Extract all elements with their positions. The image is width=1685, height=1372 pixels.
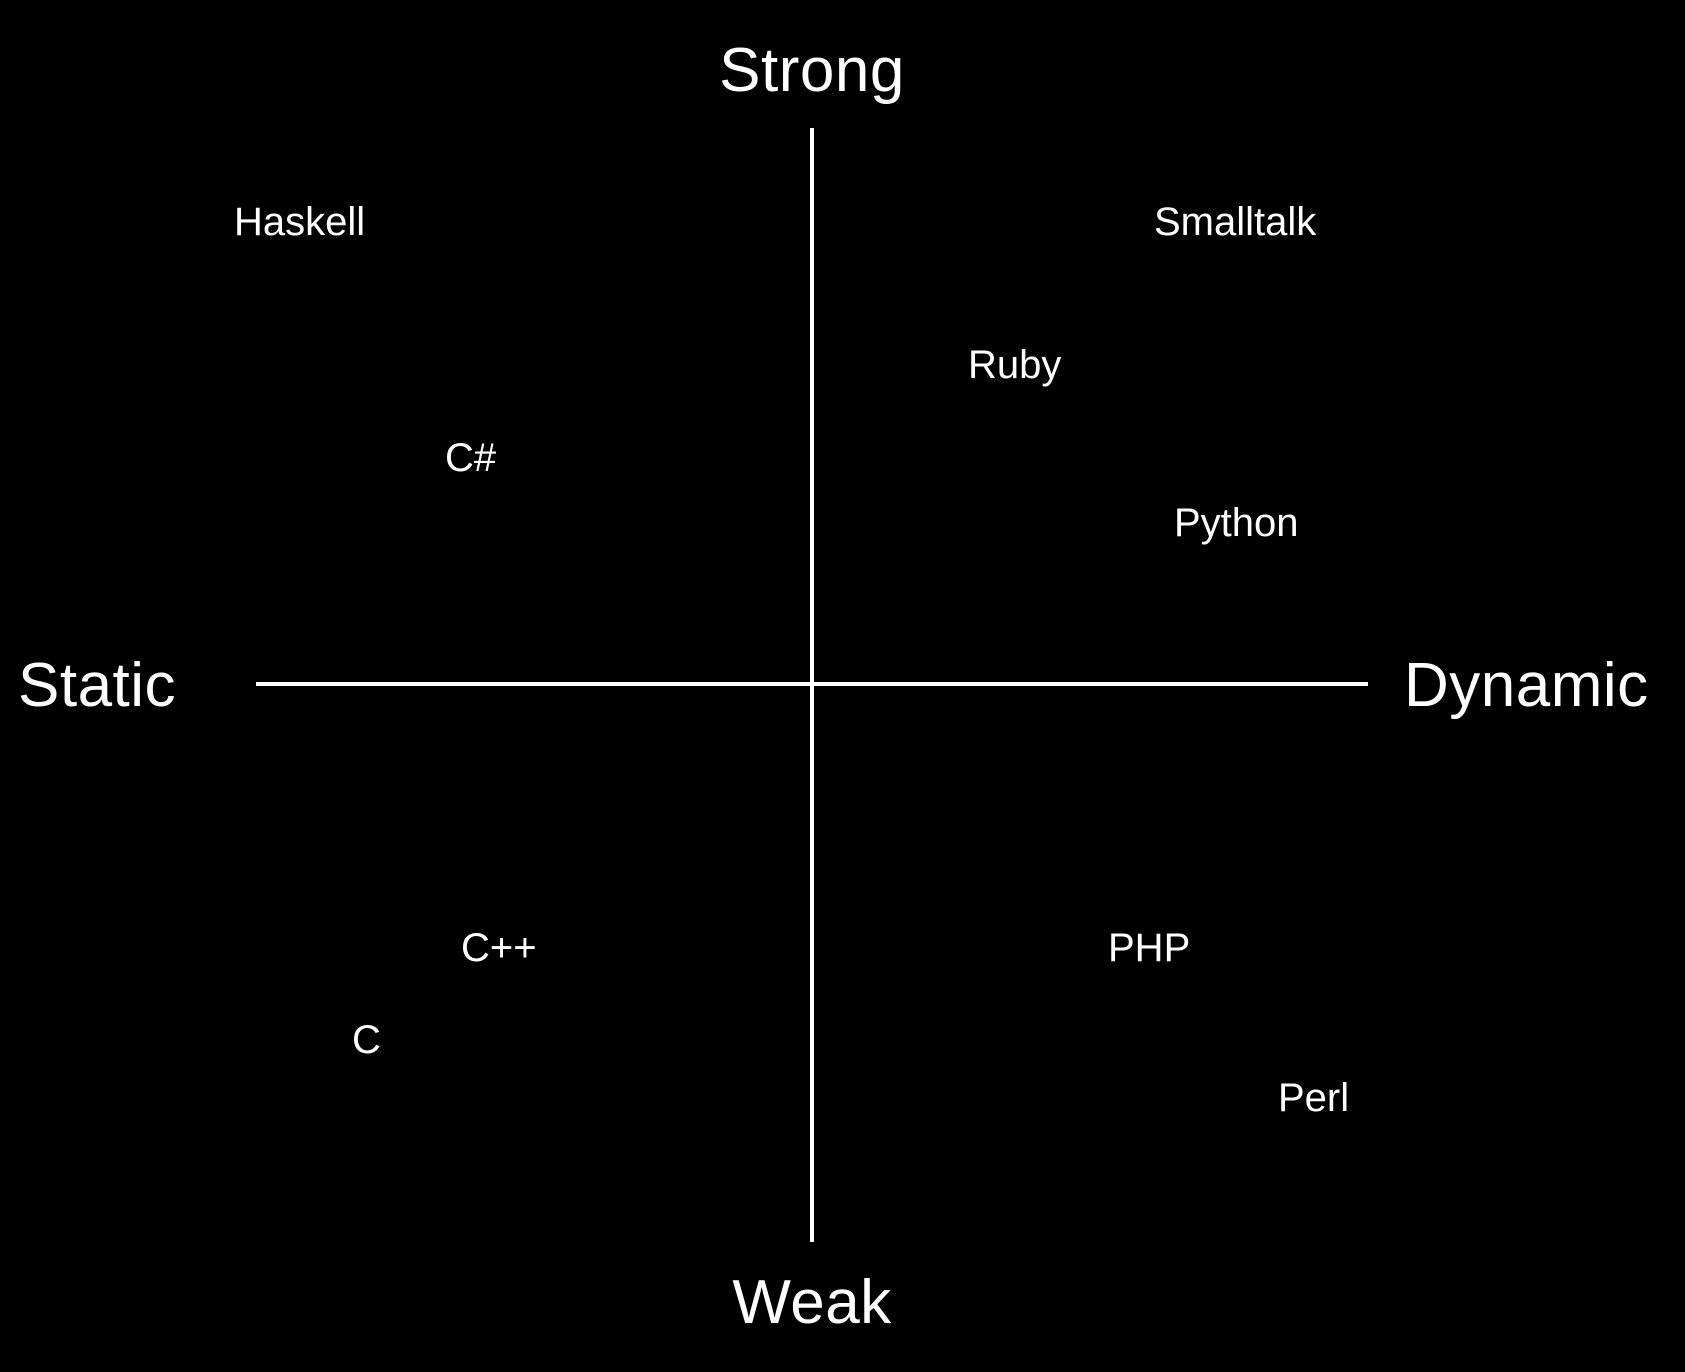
language-perl: Perl [1278,1076,1350,1120]
language-haskell: Haskell [234,200,366,244]
language-c: C [352,1018,381,1062]
axis-label-static: Static [18,651,177,720]
axis-label-dynamic: Dynamic [1404,651,1649,720]
language-ruby: Ruby [968,343,1062,387]
axis-label-strong: Strong [719,36,905,105]
language-smalltalk: Smalltalk [1154,200,1317,244]
language-csharp: C# [445,436,497,480]
language-python: Python [1174,501,1299,545]
language-php: PHP [1108,926,1191,970]
horizontal-axis [256,682,1368,686]
axis-label-weak: Weak [732,1268,892,1337]
language-cpp: C++ [461,926,537,970]
